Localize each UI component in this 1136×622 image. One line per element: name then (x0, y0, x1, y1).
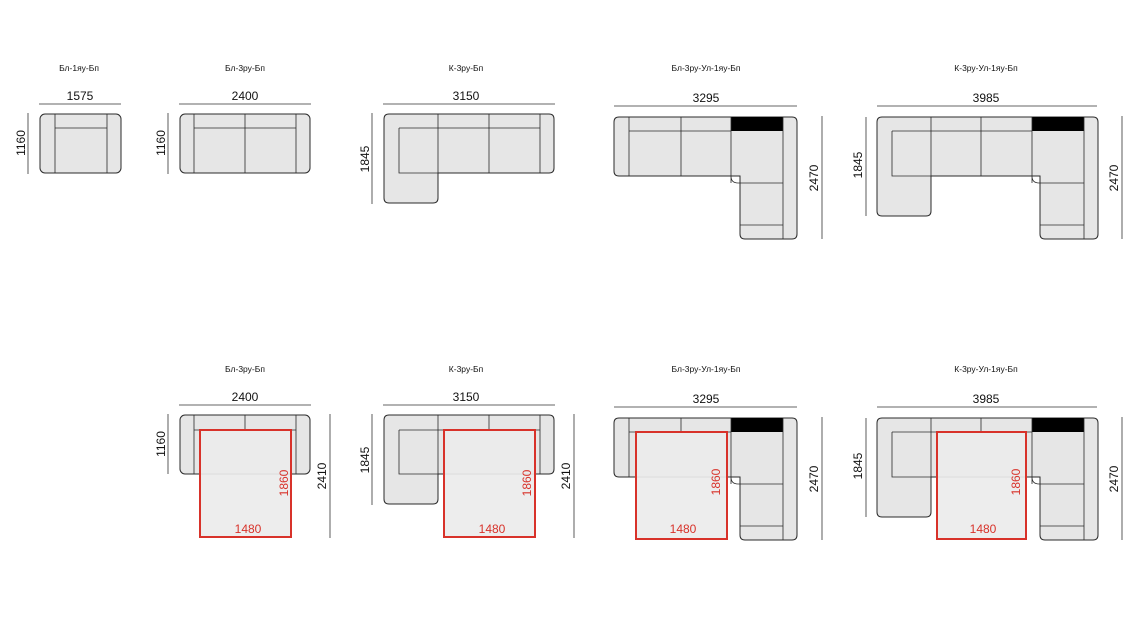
bed-width-value: 1480 (670, 522, 697, 536)
model-label: Бл-3ру-Бп (225, 63, 265, 73)
depth-value: 1845 (358, 145, 372, 172)
sofa-seams (193, 114, 297, 173)
sofa-seams (398, 114, 541, 174)
width-value: 3295 (693, 91, 720, 105)
width-value: 3985 (973, 91, 1000, 105)
bed-width-value: 1480 (970, 522, 997, 536)
width-value: 1575 (67, 89, 94, 103)
depth-right-value: 2470 (1107, 465, 1121, 492)
sleeping-area (199, 429, 292, 538)
model-label: К-3ру-Бп (449, 364, 484, 374)
sofa-t1: Бл-1яу-Бп 1575 1160 (14, 63, 122, 174)
sleeping-area (936, 431, 1027, 540)
width-value: 2400 (232, 390, 259, 404)
depth-value: 1845 (358, 446, 372, 473)
sofa-t2: Бл-3ру-Бп 2400 1160 (154, 63, 311, 174)
sofa-seams (398, 415, 541, 475)
corner-module-block (731, 117, 783, 131)
sofa-b4: К-3ру-Ул-1яу-Бп 3985 1845 2470 1860 1480 (851, 364, 1123, 541)
bed-width-value: 1480 (479, 522, 506, 536)
bed-length-value: 1860 (520, 469, 534, 496)
model-label: Бл-3ру-Ул-1яу-Бп (672, 63, 741, 73)
model-label: Бл-1яу-Бп (59, 63, 99, 73)
depth-value: 2470 (807, 164, 821, 191)
width-value: 3150 (453, 89, 480, 103)
corner-module-block (1032, 418, 1084, 432)
sofa-outline (39, 113, 122, 174)
sleeping-area (443, 429, 536, 538)
sofa-seams (54, 114, 108, 173)
sleeping-area (635, 431, 728, 540)
sofa-outline (876, 417, 1099, 541)
sofa-seams (891, 117, 1085, 239)
depth-value: 2470 (807, 465, 821, 492)
unfolded-depth-value: 2410 (559, 462, 573, 489)
depth-value: 1160 (14, 130, 28, 156)
model-label: К-3ру-Ул-1яу-Бп (954, 63, 1018, 73)
bed-width-value: 1480 (235, 522, 262, 536)
width-value: 2400 (232, 89, 259, 103)
width-value: 3985 (973, 392, 1000, 406)
model-label: Бл-3ру-Ул-1яу-Бп (672, 364, 741, 374)
sofa-t4: Бл-3ру-Ул-1яу-Бп 3295 2470 (613, 63, 823, 240)
depth-value: 1160 (154, 431, 168, 457)
corner-module-block (731, 418, 783, 432)
depth-right-value: 2470 (1107, 164, 1121, 191)
sofa-b3: Бл-3ру-Ул-1яу-Бп 3295 2470 1860 1480 (613, 364, 823, 541)
sofa-b2: К-3ру-Бп 3150 1845 2410 1860 1480 (358, 364, 575, 538)
sofa-outline (613, 116, 798, 240)
sofa-outline (383, 113, 555, 204)
sofa-outline (876, 116, 1099, 240)
sofa-t5: К-3ру-Ул-1яу-Бп 3985 1845 2470 (851, 63, 1123, 240)
bed-length-value: 1860 (1009, 468, 1023, 495)
model-label: К-3ру-Бп (449, 63, 484, 73)
corner-module-block (1032, 117, 1084, 131)
depth-left-value: 1845 (851, 151, 865, 178)
sofa-seams (628, 117, 784, 239)
width-value: 3295 (693, 392, 720, 406)
model-label: К-3ру-Ул-1яу-Бп (954, 364, 1018, 374)
bed-length-value: 1860 (709, 468, 723, 495)
sofa-t3: К-3ру-Бп 3150 1845 (358, 63, 555, 204)
sofa-seams (193, 415, 297, 474)
depth-value: 1160 (154, 130, 168, 156)
sofa-b1: Бл-3ру-Бп 2400 1160 2410 1860 1480 (154, 364, 331, 538)
unfolded-depth-value: 2410 (315, 462, 329, 489)
width-value: 3150 (453, 390, 480, 404)
bed-length-value: 1860 (277, 469, 291, 496)
model-label: Бл-3ру-Бп (225, 364, 265, 374)
depth-left-value: 1845 (851, 452, 865, 479)
